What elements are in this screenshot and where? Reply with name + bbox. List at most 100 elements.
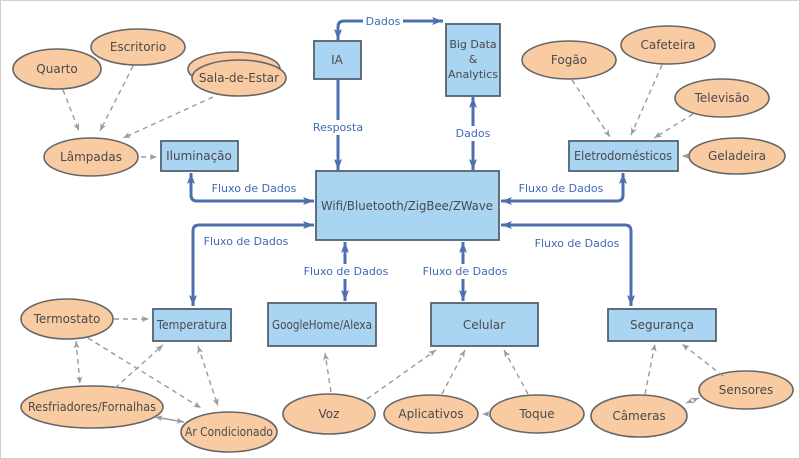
aplicativos-ellipse	[383, 394, 479, 434]
node-televisao: Televisão	[674, 78, 770, 118]
node-geladeira: Geladeira	[688, 137, 786, 175]
edge-escritorio-lampadas	[99, 65, 134, 132]
sensores-ellipse	[698, 370, 794, 410]
ia-label: IA	[331, 53, 344, 67]
node-cameras: Câmeras	[590, 394, 688, 438]
fluxo-temperatura-label: Fluxo de Dados	[204, 235, 289, 248]
googlehome-label: GoogleHome/Alexa	[272, 318, 372, 332]
quarto-ellipse	[12, 48, 102, 90]
node-cafeteira: Cafeteira	[620, 25, 716, 65]
sala-ellipse	[191, 59, 287, 97]
edge-fogao-eletro	[571, 79, 611, 138]
edge-cameras-seguranca	[644, 343, 657, 395]
node-ar-condicionado: Ar Condicionado	[180, 411, 278, 453]
fluxo-celular-bg	[420, 264, 510, 279]
edge-termostato-resfriadores	[73, 340, 83, 385]
ar-condicionado-ellipse	[180, 411, 278, 453]
edge-hub-temperatura	[189, 221, 314, 306]
sensores-label: Sensores	[719, 383, 774, 397]
seguranca-box	[607, 308, 717, 342]
node-termostato: Termostato	[20, 298, 114, 340]
edge-sala-lampadas	[122, 96, 214, 139]
node-seguranca: Segurança	[607, 308, 717, 342]
fluxo-celular-label: Fluxo de Dados	[423, 265, 508, 278]
lampadas-label: Lâmpadas	[60, 150, 122, 164]
big-data-line3: Analytics	[448, 68, 498, 81]
ia-box	[313, 40, 362, 80]
node-resfriadores: Resfriadores/Fornalhas	[20, 385, 164, 429]
fluxo-eletro-label: Fluxo de Dados	[519, 182, 604, 195]
geladeira-label: Geladeira	[708, 149, 766, 163]
voz-ellipse	[282, 393, 376, 435]
big-data-line1: Big Data	[449, 38, 496, 51]
termostato-label: Termostato	[33, 312, 101, 326]
edge-ia-bigdata-dados	[334, 17, 443, 40]
node-aplicativos: Aplicativos	[383, 394, 479, 434]
resposta-label: Resposta	[313, 121, 363, 134]
dashed-edges	[62, 64, 724, 424]
fluxo-seguranca-bg	[532, 236, 622, 251]
node-eletrodomesticos: Eletrodomésticos	[568, 140, 679, 172]
eletrodomesticos-box	[568, 140, 679, 172]
voz-label: Voz	[319, 407, 340, 421]
node-fogao: Fogão	[521, 40, 617, 80]
televisao-label: Televisão	[694, 91, 750, 105]
cafeteira-ellipse	[620, 25, 716, 65]
celular-box	[430, 302, 539, 347]
fogao-ellipse	[521, 40, 617, 80]
temperatura-box	[152, 308, 232, 342]
escritorio-label: Escritorio	[110, 40, 166, 54]
edge-resfriadores-arcondicionado	[154, 415, 185, 424]
edge-voz-celular	[366, 349, 437, 400]
node-big-data: Big Data & Analytics	[445, 23, 501, 97]
fluxo-eletro-bg	[516, 181, 606, 196]
eletrodomesticos-label: Eletrodomésticos	[574, 149, 672, 163]
edge-termostato-arcondicionado	[87, 337, 202, 409]
fluxo-iluminacao-label: Fluxo de Dados	[212, 182, 297, 195]
node-lampadas: Lâmpadas	[43, 137, 139, 177]
edge-hub-seguranca	[501, 221, 635, 306]
sala-label: Sala-de-Estar	[199, 71, 279, 85]
resfriadores-label: Resfriadores/Fornalhas	[28, 400, 156, 414]
node-celular: Celular	[430, 302, 539, 347]
fluxo-googlehome-bg	[301, 264, 391, 279]
televisao-ellipse	[674, 78, 770, 118]
big-data-line2: &	[469, 53, 478, 66]
edge-temperatura-arcondicionado	[197, 345, 219, 407]
resfriadores-ellipse	[20, 385, 164, 429]
cafeteira-label: Cafeteira	[640, 38, 695, 52]
node-hub: Wifi/Bluetooth/ZigBee/ZWave	[315, 170, 500, 241]
dados-bigdata-label: Dados	[456, 127, 491, 140]
iluminacao-label: Iluminação	[166, 149, 232, 163]
fluxo-temperatura-bg	[201, 234, 291, 249]
aplicativos-label: Aplicativos	[398, 407, 463, 421]
seguranca-label: Segurança	[630, 318, 694, 332]
toque-ellipse	[489, 394, 585, 434]
edge-labels: Dados Resposta Dados Fluxo de Dados Flux…	[201, 14, 622, 279]
node-temperatura: Temperatura	[152, 308, 232, 342]
fluxo-googlehome-label: Fluxo de Dados	[304, 265, 389, 278]
dados-top-label: Dados	[366, 15, 401, 28]
node-escritorio: Escritorio	[90, 28, 186, 66]
edge-resfriadores-temperatura	[114, 344, 164, 389]
big-data-box	[445, 23, 501, 97]
node-toque: Toque	[489, 394, 585, 434]
node-quarto: Quarto	[12, 48, 102, 90]
escritorio-ellipse	[90, 28, 186, 66]
dados-bigdata-bg	[453, 126, 493, 141]
edge-aplicativos-celular	[441, 349, 466, 395]
lampadas-ellipse	[43, 137, 139, 177]
node-sensores: Sensores	[698, 370, 794, 410]
edge-toque-celular	[503, 349, 529, 395]
fogao-label: Fogão	[551, 53, 587, 67]
ar-condicionado-label: Ar Condicionado	[185, 425, 273, 439]
edge-voz-googlehome	[323, 352, 332, 393]
hub-box	[315, 170, 500, 241]
hub-label: Wifi/Bluetooth/ZigBee/ZWave	[321, 198, 493, 213]
node-iluminacao: Iluminação	[160, 140, 239, 172]
toque-label: Toque	[518, 407, 554, 421]
node-voz: Voz	[282, 393, 376, 435]
temperatura-label: Temperatura	[156, 318, 227, 332]
googlehome-box	[267, 302, 377, 347]
